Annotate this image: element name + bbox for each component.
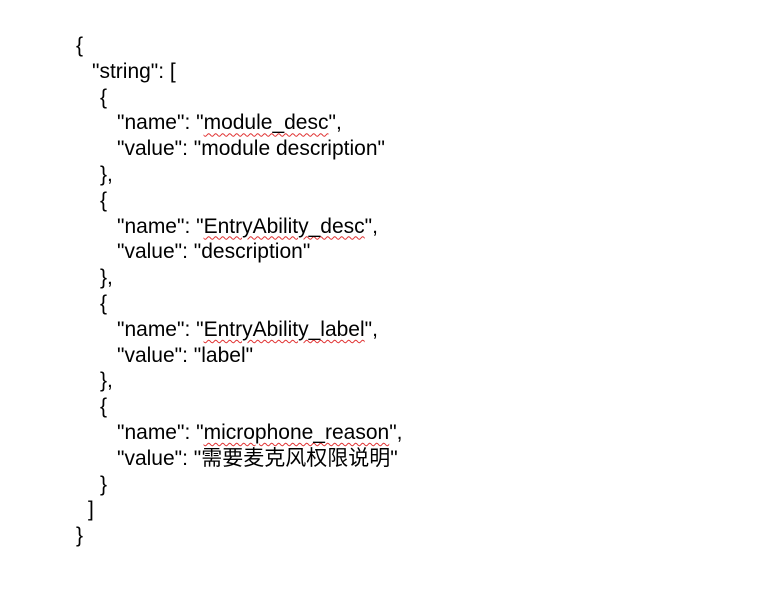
code-text: { [100,292,108,315]
code-line: { [76,33,83,59]
json-key: "name": " [117,317,204,341]
code-line: { [100,188,107,214]
code-text: ] [88,498,94,522]
code-line: } [100,472,107,498]
json-value: module_desc [203,111,329,135]
json-punctuation: ", [364,214,378,238]
code-line: "string": [ [92,59,176,85]
json-punctuation: " [390,446,398,470]
json-value: description [201,240,303,264]
code-text: { [76,34,84,57]
json-punctuation: " [245,343,254,367]
code-text: { [100,85,108,109]
code-text: { [100,395,108,419]
code-line: "value": "module description" [117,136,385,162]
json-key: "value": " [117,240,202,264]
code-text: } [100,472,108,496]
json-punctuation: ", [328,111,342,135]
json-value: EntryAbility_desc [203,214,365,238]
code-line: "name": "EntryAbility_label", [117,317,378,343]
code-line: "value": "description" [117,239,310,265]
json-key: "name": " [117,421,204,444]
json-value: microphone_reason [203,421,390,444]
json-key: "value": " [117,446,202,470]
code-line: "name": "module_desc", [117,110,342,136]
code-text: { [100,188,108,212]
json-punctuation: ", [389,421,403,444]
code-line: }, [100,265,113,291]
json-value: EntryAbility_label [203,317,365,341]
code-line: "value": "label" [117,343,253,369]
code-line: { [100,85,107,111]
code-line: "value": "需要麦克风权限说明" [117,446,398,472]
code-line: { [100,394,107,420]
code-text: }, [100,369,113,393]
json-punctuation: " [302,240,311,264]
code-text: } [76,524,84,548]
json-key: "name": " [117,214,204,238]
code-text: "string": [ [92,59,176,83]
json-value: 需要麦克风权限说明 [201,446,391,470]
json-punctuation: " [377,137,385,161]
code-line: "name": "microphone_reason", [117,420,403,446]
json-value: module description [201,137,378,161]
code-line: }, [100,162,113,188]
code-line: ] [88,497,94,523]
json-punctuation: ", [364,317,378,341]
json-value: label [201,343,246,367]
code-text: }, [100,163,113,186]
json-key: "value": " [117,343,202,367]
code-line: { [100,291,107,317]
code-line: "name": "EntryAbility_desc", [117,214,378,240]
code-text: }, [100,266,113,290]
json-key: "name": " [117,111,204,135]
code-line: } [76,523,83,549]
code-line: }, [100,368,113,394]
json-key: "value": " [117,137,202,161]
